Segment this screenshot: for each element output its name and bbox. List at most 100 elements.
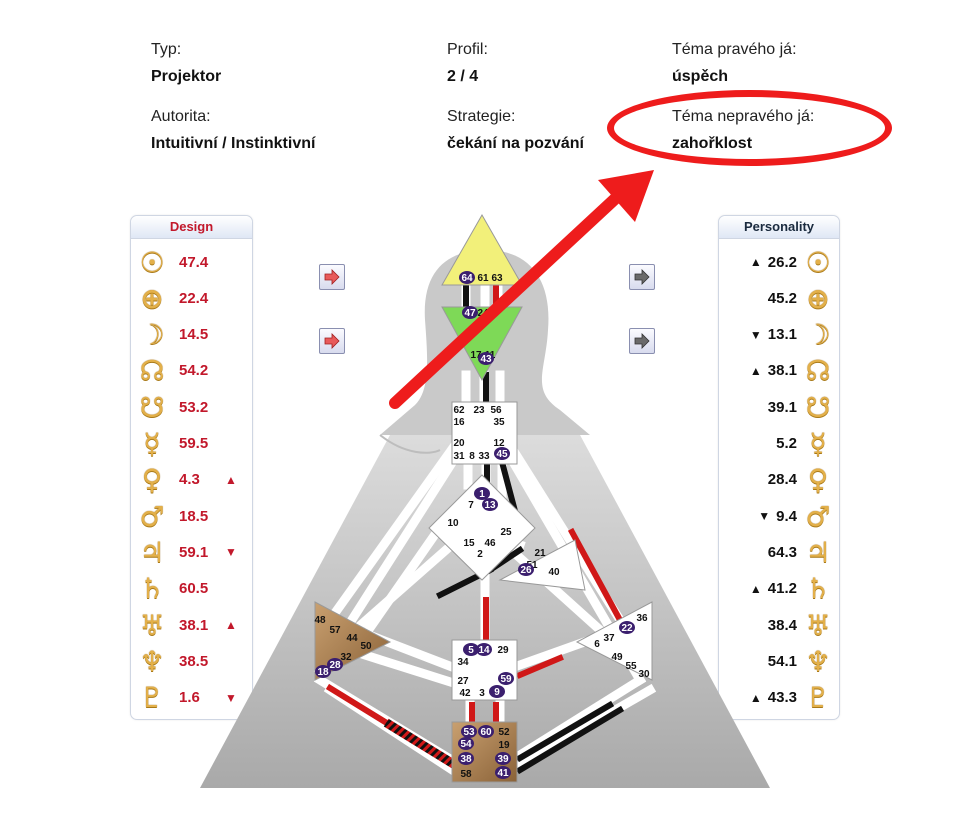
saturn-icon: ♄	[139, 572, 165, 606]
design-row-mercury: ☿59.5	[137, 426, 245, 462]
neptune-icon: ♆	[139, 644, 165, 678]
active-gate-marker	[494, 447, 510, 460]
gate-63: 63	[491, 273, 503, 284]
gate-53: 53	[463, 727, 475, 738]
moon-icon: ☽	[805, 318, 831, 352]
moon-icon: ☽	[139, 318, 165, 352]
gate-7: 7	[468, 500, 474, 511]
design-row-mars: ♂ 18.5	[137, 498, 245, 534]
design-row-north-node: ☊54.2	[137, 353, 245, 389]
personality-row-mercury: 5.2☿	[727, 426, 833, 462]
active-gate-marker	[327, 658, 343, 671]
gate-56: 56	[490, 405, 502, 416]
design-arrow-button-2[interactable]	[319, 328, 345, 354]
design-arrow-button-1[interactable]	[319, 264, 345, 290]
personality-value: 28.4	[767, 471, 797, 489]
gate-49: 49	[611, 652, 623, 663]
true-self-value: úspěch	[672, 68, 729, 85]
gate-59: 59	[500, 674, 512, 685]
bodygraph: 6461634724417114362235616352012318334517…	[200, 213, 770, 788]
gate-47: 47	[464, 308, 476, 319]
design-row-earth: ⊕22.4	[137, 280, 245, 316]
active-gate-marker	[619, 621, 635, 634]
gate-6: 6	[594, 639, 600, 650]
mercury-icon: ☿	[809, 427, 827, 460]
personality-direction-mark: ▼	[749, 327, 762, 342]
gate-21: 21	[534, 548, 546, 559]
gate-3: 3	[479, 688, 485, 699]
uranus-icon: ♅	[805, 608, 831, 642]
active-gate-marker	[478, 725, 494, 738]
design-direction-mark: ▲	[225, 472, 237, 487]
active-gate-marker	[476, 643, 492, 656]
gate-60: 60	[480, 727, 492, 738]
authority-label: Autorita:	[151, 108, 211, 125]
personality-arrow-button-2[interactable]	[629, 328, 655, 354]
active-gate-marker	[482, 498, 498, 511]
design-value: 14.5	[179, 326, 209, 344]
pluto-icon: ♇	[139, 681, 165, 715]
design-value: 18.5	[179, 507, 209, 525]
gate-25: 25	[500, 527, 512, 538]
gate-23: 23	[473, 405, 485, 416]
gate-28: 28	[329, 660, 341, 671]
design-row-pluto: ♇1.6▼	[137, 680, 245, 716]
gate-43: 43	[480, 354, 492, 365]
venus-icon: ♀	[807, 463, 829, 497]
active-gate-marker	[478, 352, 494, 365]
mars-icon: ♂	[805, 499, 831, 533]
mars-icon: ♂	[139, 499, 165, 533]
design-direction-mark: ▼	[225, 545, 237, 560]
personality-value: 64.3	[767, 543, 797, 561]
personality-direction-mark: ▲	[749, 363, 762, 378]
personality-value: 13.1	[767, 326, 797, 344]
personality-arrow-button-1[interactable]	[629, 264, 655, 290]
active-gate-marker	[498, 672, 514, 685]
sun-icon: ☉	[139, 245, 165, 279]
right-arrow-icon	[324, 269, 340, 285]
authority-value: Intuitivní / Instinktivní	[151, 135, 316, 152]
design-row-saturn: ♄60.5	[137, 571, 245, 607]
personality-value: 41.2	[767, 580, 797, 598]
gate-12: 12	[493, 438, 505, 449]
design-row-south-node: ☋53.2	[137, 389, 245, 425]
gate-36: 36	[636, 613, 648, 624]
design-row-moon: ☽ 14.5	[137, 317, 245, 353]
personality-panel-title: Personality	[719, 216, 839, 239]
right-arrow-icon	[324, 333, 340, 349]
info-true-self: Téma pravého já: úspěch	[672, 40, 797, 88]
info-profile: Profil: 2 / 4	[447, 40, 488, 88]
design-value: 4.3	[179, 471, 200, 489]
gate-40: 40	[548, 567, 560, 578]
true-self-label: Téma pravého já:	[672, 41, 797, 58]
personality-direction-mark: ▼	[758, 509, 771, 524]
gate-34: 34	[457, 657, 469, 668]
active-gate-marker	[458, 737, 474, 750]
strategy-value: čekání na pozvání	[447, 135, 584, 152]
gate-33: 33	[478, 451, 490, 462]
design-value: 47.4	[179, 253, 209, 271]
design-row-sun: ☉ 47.4	[137, 244, 245, 280]
gate-29: 29	[497, 645, 509, 656]
active-gate-marker	[495, 766, 511, 779]
info-authority: Autorita: Intuitivní / Instinktivní	[151, 107, 315, 155]
active-gate-marker	[489, 685, 505, 698]
personality-value: 45.2	[767, 289, 797, 307]
profile-value: 2 / 4	[447, 68, 479, 85]
personality-row-jupiter: 64.3♃	[727, 534, 833, 570]
design-panel-title: Design	[131, 216, 252, 239]
gate-9: 9	[494, 687, 500, 698]
gate-64: 64	[461, 273, 473, 284]
gate-46: 46	[484, 538, 496, 549]
gate-44: 44	[346, 633, 358, 644]
active-gate-marker	[518, 563, 534, 576]
design-value: 59.1	[179, 543, 209, 561]
design-row-jupiter: ♃59.1▼	[137, 534, 245, 570]
gate-15: 15	[463, 538, 475, 549]
earth-icon: ⊕	[806, 281, 830, 315]
gate-19: 19	[498, 740, 510, 751]
active-gate-marker	[315, 665, 331, 678]
design-row-neptune: ♆38.5	[137, 643, 245, 679]
gate-30: 30	[638, 669, 650, 680]
design-value: 54.2	[179, 362, 209, 380]
